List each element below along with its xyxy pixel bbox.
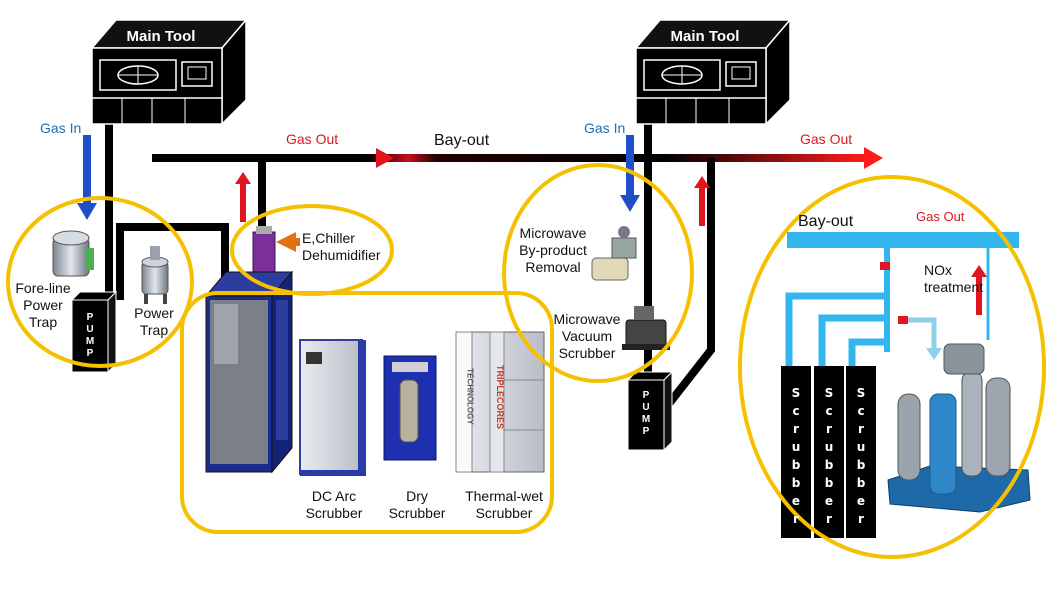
ring-scrubbers [180, 291, 554, 534]
bay-out-arrowhead-mid [376, 148, 394, 168]
thermal-wet-scrubber-image [455, 331, 545, 473]
right-bay-out-pipe [785, 232, 1019, 366]
main-tool-left [90, 17, 248, 126]
power-trap-label: Power Trap [134, 305, 174, 338]
thermal-wet-brand-2: TECHNOLOGY [465, 368, 475, 425]
pump-right-label: P U M P [641, 390, 651, 437]
dc-arc-label: DC Arc Scrubber [305, 488, 363, 521]
main-tool-right [634, 17, 792, 126]
pump-right [626, 370, 674, 452]
microwave-byproduct-image [591, 226, 637, 281]
bay-out-right-label: Bay-out [798, 213, 854, 230]
bay-out-main-label: Bay-out [434, 132, 490, 149]
ring-nox [738, 175, 1046, 559]
gas-in-right-label: Gas In [584, 120, 626, 136]
gas-out-up-arrows [235, 172, 987, 315]
ring-trap [6, 196, 194, 368]
mw-vacuum-label: Microwave Vacuum Scrubber [553, 311, 621, 361]
scrubber-towers [781, 366, 876, 538]
gas-out-label-1: Gas Out [286, 131, 339, 147]
dc-arc-scrubber-image [299, 339, 366, 476]
scrubber-tower-2-label: S c r u b b e r [824, 386, 834, 526]
gas-in-arrows [77, 135, 640, 220]
dry-scrubber-label: Dry Scrubber [388, 488, 446, 521]
gas-in-left-label: Gas In [40, 120, 82, 136]
nox-treatment-plant-image [887, 343, 1031, 513]
bay-out-pipe [152, 154, 864, 162]
pump-left [70, 290, 118, 374]
chiller-unit-image [252, 226, 300, 277]
bay-out-arrowhead-end [864, 147, 883, 169]
gas-out-label-2: Gas Out [800, 131, 853, 147]
microwave-vacuum-image [622, 306, 670, 350]
gas-out-label-3: Gas Out [916, 209, 965, 224]
foreline-trap-label: Fore-line Power Trap [15, 280, 71, 330]
main-tool-right-title: Main Tool [670, 28, 740, 45]
scrubber-tower-1-label: S c r u b b e r [791, 386, 801, 526]
mw-byproduct-label: Microwave By-product Removal [519, 225, 587, 275]
chiller-label: E,Chiller Dehumidifier [302, 230, 381, 263]
thermal-wet-brand: TRIPLECORES [495, 364, 505, 429]
thermal-wet-label: Thermal-wet Scrubber [465, 488, 543, 521]
pump-left-label: P U M P [85, 312, 95, 359]
highlight-rings [6, 163, 1046, 559]
scrubber-tower-3-label: S c r u b b e r [856, 386, 866, 526]
power-trap-image [141, 246, 169, 304]
dry-scrubber-image [383, 355, 437, 461]
foreline-trap-image [52, 230, 94, 277]
ring-microwave [502, 163, 694, 383]
main-scrubber-cabinet [204, 270, 294, 474]
main-tool-left-title: Main Tool [126, 28, 196, 45]
nox-label: NOx treatment [924, 262, 984, 295]
